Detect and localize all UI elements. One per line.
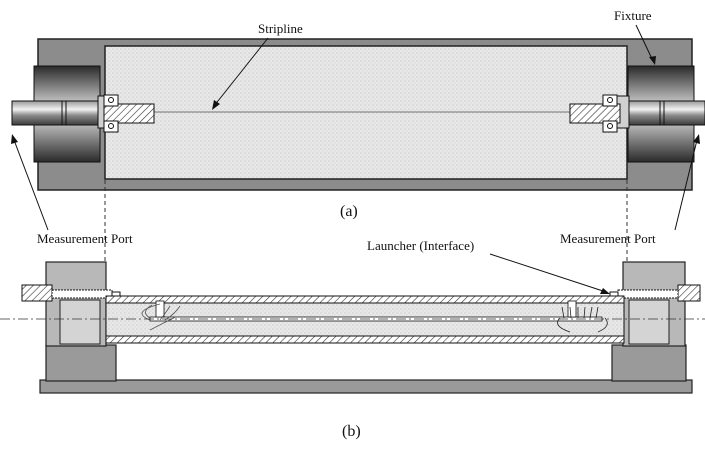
caption-a: (a) (340, 203, 358, 220)
right-support (611, 344, 687, 382)
stripline-arrowhead (212, 100, 220, 110)
top-view: Stripline Fixture (a) (11, 8, 705, 220)
fixture-arrowhead (649, 56, 656, 65)
measurement-port-left-label: Measurement Port (37, 231, 133, 246)
launcher-label: Launcher (Interface) (367, 238, 474, 253)
right-connector (569, 65, 705, 163)
stripline-label: Stripline (258, 21, 303, 36)
left-connector (11, 65, 155, 163)
fixture-label: Fixture (614, 8, 652, 23)
measurement-port-right-label: Measurement Port (560, 231, 656, 246)
side-view: Measurement Port Measurement Port Launch… (0, 231, 705, 440)
stripline-arrow (213, 37, 269, 107)
port-arrows (11, 134, 700, 231)
bottom-ground-plane (105, 335, 625, 344)
fixture-arrow (635, 24, 654, 62)
left-support (45, 344, 117, 382)
launcher-arrow (489, 253, 607, 293)
caption-b: (b) (342, 423, 361, 440)
launcher-arrowhead (600, 288, 610, 294)
base-plate (39, 379, 693, 394)
top-ground-plane (105, 295, 625, 304)
